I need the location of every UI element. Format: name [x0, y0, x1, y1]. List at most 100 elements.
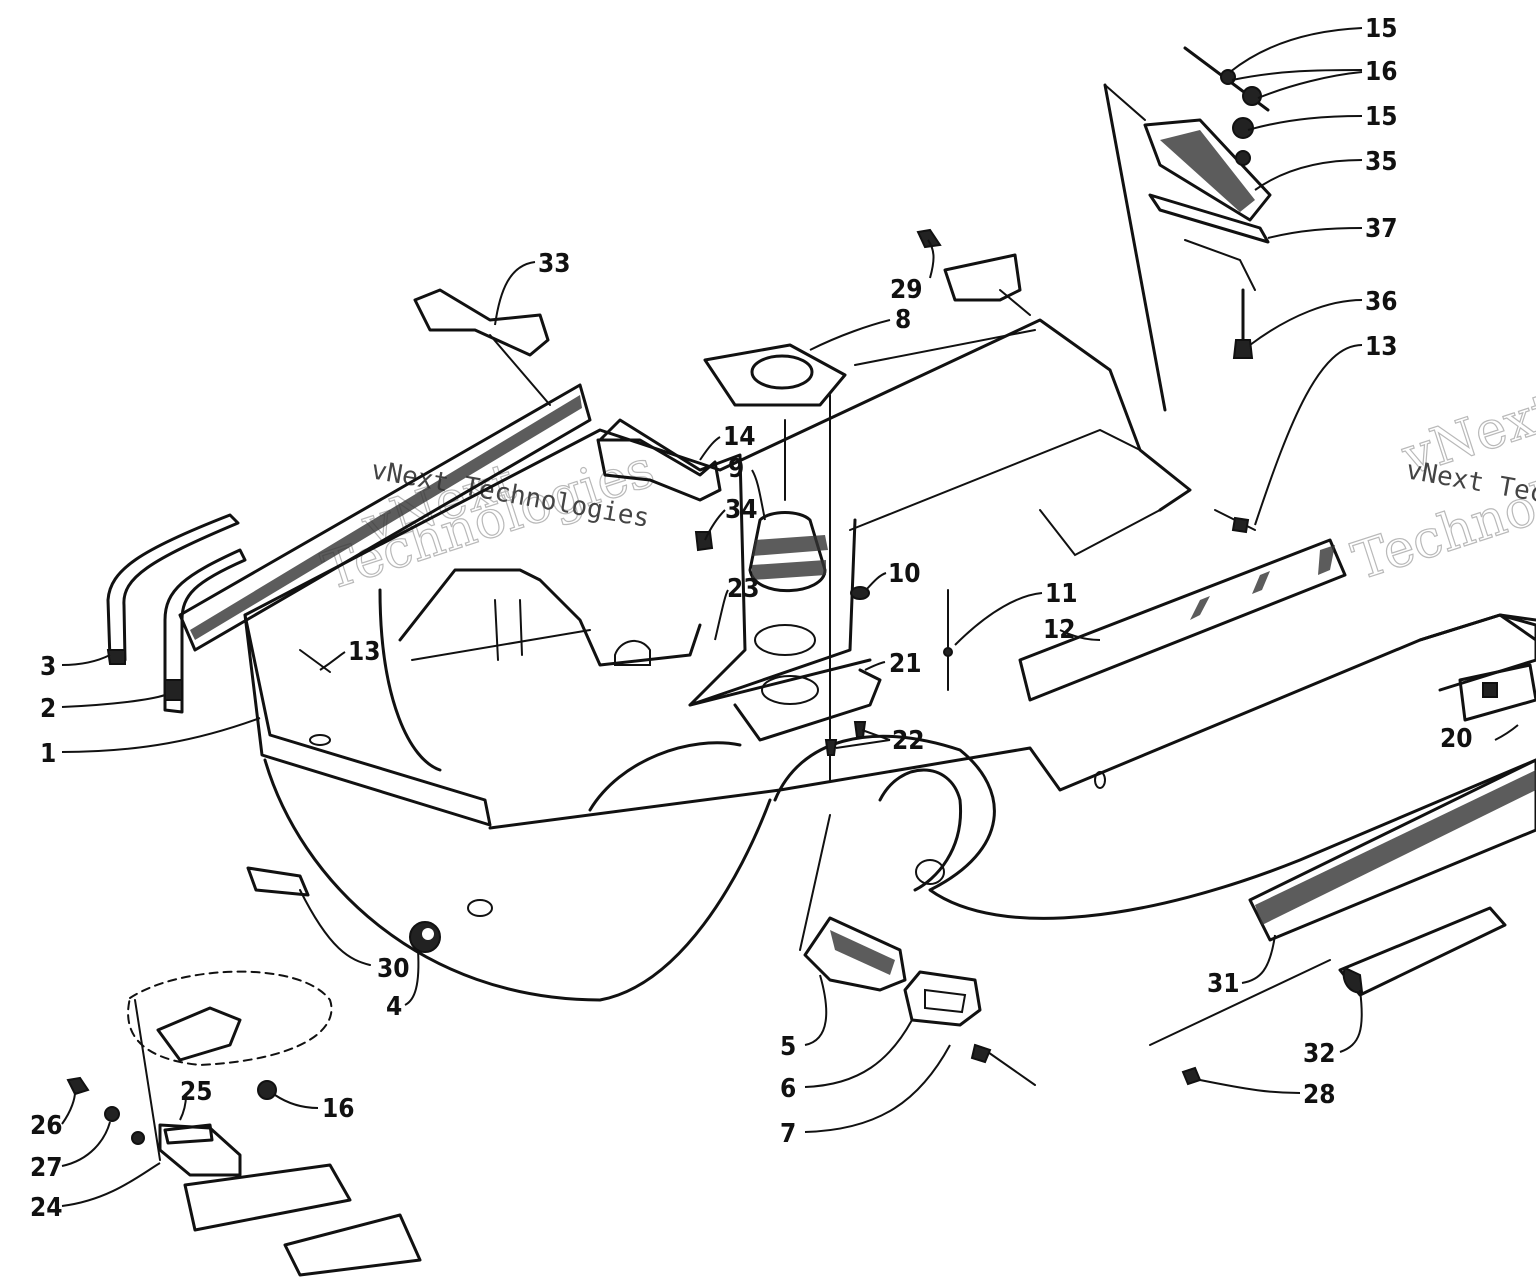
part-34-screw	[694, 531, 714, 552]
leader-36	[1249, 299, 1363, 346]
callout-23: 23	[727, 574, 760, 604]
part-26-screw	[66, 1076, 90, 1096]
leader-2	[61, 694, 166, 708]
part-2-handle	[163, 548, 247, 714]
leader-28	[1199, 1079, 1301, 1094]
callout-16: 16	[322, 1094, 355, 1124]
part-15-washer-c	[1235, 150, 1251, 166]
leader-24	[61, 1162, 161, 1207]
callout-15: 15	[1365, 102, 1398, 132]
belly-pan-left-wall	[243, 613, 492, 827]
leader-20	[1494, 724, 1519, 741]
hinge-assembly	[66, 970, 422, 1277]
callout-12: 12	[1043, 615, 1076, 645]
part-35-bracket	[1143, 118, 1272, 222]
leader-5	[804, 974, 828, 1046]
callout-14: 14	[723, 422, 756, 452]
leader-27	[61, 1121, 111, 1167]
leader-34	[704, 509, 726, 541]
left-side-parts	[106, 513, 441, 966]
part-11-head	[943, 647, 953, 657]
part-31-strip	[1248, 758, 1536, 942]
callout-13: 13	[1365, 332, 1398, 362]
top-center-parts	[178, 228, 1256, 781]
part-3-end	[106, 649, 126, 665]
leader-8	[809, 319, 891, 351]
part-22-screw-b	[853, 721, 867, 738]
callout-32: 32	[1303, 1039, 1336, 1069]
hinge-mount-area	[127, 970, 333, 1067]
leader-35	[1254, 159, 1363, 191]
callout-9: 9	[728, 454, 744, 484]
part-15-washer-a	[1220, 69, 1236, 85]
callout-33: 33	[538, 249, 571, 279]
leader-3	[61, 654, 111, 666]
leader-25	[179, 1094, 187, 1121]
part-35-shading	[1160, 130, 1255, 212]
right-nose-panel	[1418, 613, 1536, 692]
part-5-shading	[830, 930, 895, 975]
part-32-end	[1342, 966, 1364, 994]
part-33-bracket	[413, 288, 550, 357]
callout-31: 31	[1207, 969, 1240, 999]
callout-35: 35	[1365, 147, 1398, 177]
leader-12	[1059, 629, 1101, 641]
part-29-screw	[916, 228, 942, 249]
callout-5: 5	[780, 1032, 796, 1062]
callout-22: 22	[892, 726, 925, 756]
part-30-lead-curve	[299, 889, 371, 966]
mount-guide-short	[1104, 84, 1146, 121]
leader-32	[1339, 989, 1363, 1053]
part-2-end	[164, 679, 183, 701]
part-28-screw	[1181, 1066, 1202, 1086]
leader-21	[864, 661, 886, 671]
leader-16a-2	[1257, 71, 1363, 99]
leader-22	[835, 729, 891, 749]
part-29-bracket	[943, 253, 1022, 302]
part-22-screw-a	[824, 739, 838, 756]
leader-13a	[1254, 344, 1363, 526]
part-13-left-pin	[299, 649, 331, 673]
callout-21: 21	[889, 649, 922, 679]
hinge-upper-plate	[156, 1006, 242, 1062]
callout-8: 8	[895, 305, 911, 335]
belly-pan	[243, 318, 1536, 1002]
callout-26: 26	[30, 1111, 63, 1141]
belly-pan-tunnel-left	[588, 741, 742, 812]
callout-30: 30	[377, 954, 410, 984]
callout-3: 3	[40, 652, 56, 682]
side-hole	[309, 734, 331, 746]
leader-23	[714, 589, 729, 641]
callout-13: 13	[348, 637, 381, 667]
leader-26	[61, 1091, 76, 1125]
part-9-ribs	[752, 535, 828, 580]
belly-pan-right-hull	[773, 734, 1536, 920]
leader-16b	[274, 1094, 319, 1109]
console-plate	[598, 418, 857, 707]
leader-4	[404, 949, 420, 1006]
part-10-plug	[850, 586, 870, 600]
leader-11	[954, 592, 1043, 646]
rail-upper-shading	[190, 395, 582, 640]
console-hole-lower	[761, 675, 819, 705]
callout-15: 15	[1365, 14, 1398, 44]
leader-33	[494, 261, 536, 326]
callout-7: 7	[780, 1119, 796, 1149]
bottom-center-parts	[799, 814, 1036, 1086]
part-6-gasket	[903, 970, 982, 1027]
part-12-strip	[1018, 538, 1347, 702]
callout-37: 37	[1365, 214, 1398, 244]
inner-stiffener-slots	[494, 599, 523, 661]
leader-37	[1267, 227, 1363, 239]
callout-10: 10	[888, 559, 921, 589]
leader-31	[1241, 934, 1276, 984]
leader-1	[61, 717, 261, 753]
part-20-slot	[1482, 682, 1498, 698]
hinge-guide-left	[134, 999, 161, 1161]
right-side-parts	[1018, 538, 1536, 997]
belly-pan-inner-edge	[854, 329, 1036, 366]
inner-stiffener-base	[411, 629, 591, 661]
part-30-pad	[246, 866, 310, 897]
rail-upper	[178, 383, 592, 652]
